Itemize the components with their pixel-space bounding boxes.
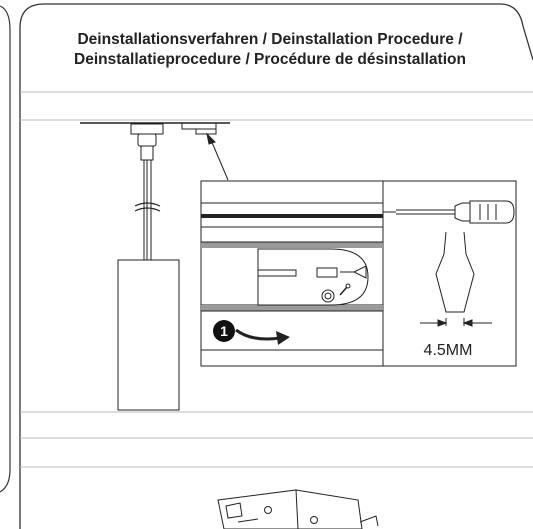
page-title-line-2: Deinstallatieprocedure / Procédure de dé…: [74, 51, 466, 68]
adapter-top-view: [257, 248, 369, 306]
pendant-canopy: [130, 123, 164, 260]
step-number-badge: 1: [213, 320, 235, 342]
pendant-body: [117, 259, 180, 411]
screwdriver: [383, 200, 515, 224]
left-panel-edge: [0, 5, 11, 493]
rotation-arrow: [235, 328, 290, 345]
track-adapter: [181, 122, 217, 135]
lower-adapter-illustration: [217, 489, 379, 529]
screwdriver-tip-detail: [420, 231, 492, 327]
leader-arrow: [206, 132, 229, 181]
measurement-label: 4.5MM: [423, 342, 473, 359]
page-title-line-1: Deinstallationsverfahren / Deinstallatio…: [77, 31, 463, 48]
panel-border: [19, 3, 533, 529]
